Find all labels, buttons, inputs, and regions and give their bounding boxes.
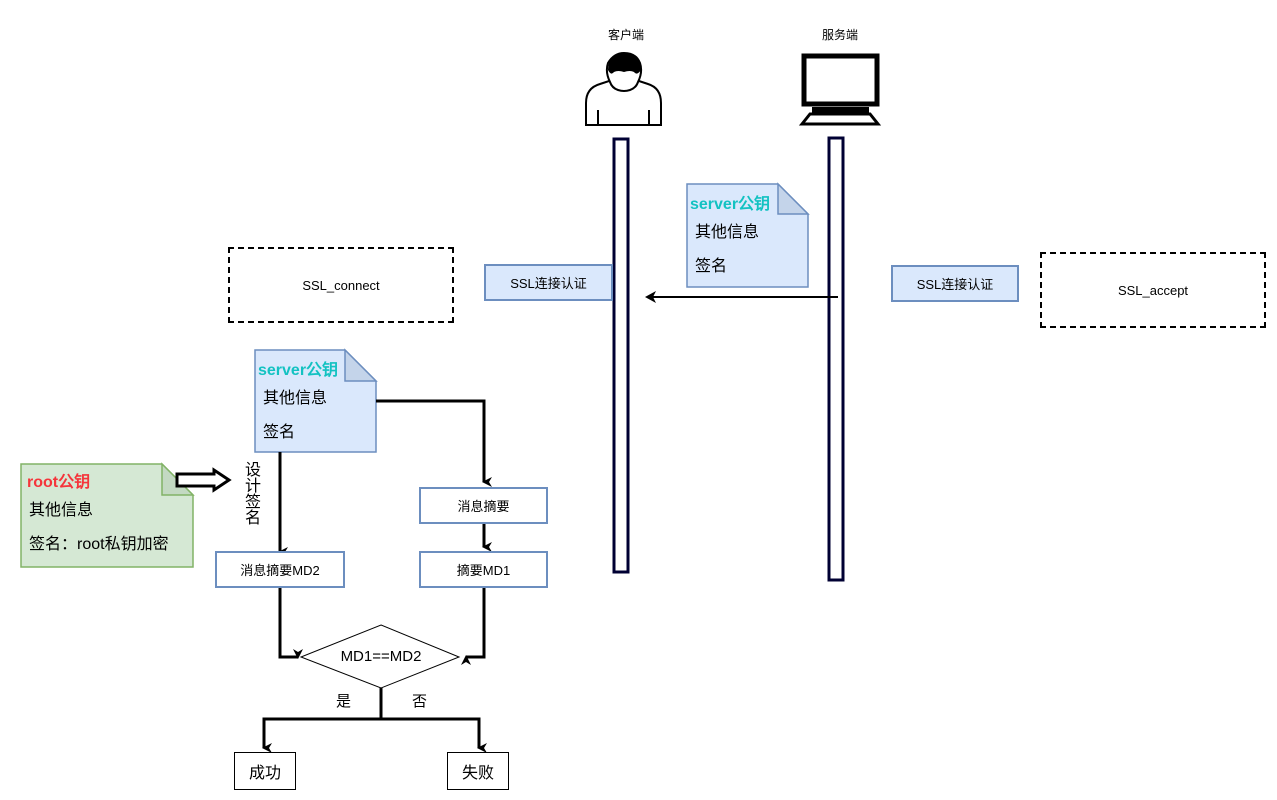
no-branch-label: 否 bbox=[412, 693, 428, 710]
success-box: 成功 bbox=[234, 752, 296, 790]
server-cert-verify-signature: 签名 bbox=[263, 424, 296, 441]
compare-decision-label: MD1==MD2 bbox=[340, 648, 422, 665]
server-cert-verify-other-info: 其他信息 bbox=[263, 390, 328, 407]
design-signature-label: 设计签名 bbox=[244, 462, 261, 527]
server-lifeline bbox=[827, 136, 845, 582]
root-cert-signature: 签名：root私钥加密 bbox=[29, 536, 169, 553]
root-cert-note: root公钥 其他信息 签名：root私钥加密 bbox=[27, 468, 169, 562]
server-cert-verify-note: server公钥 其他信息 签名 bbox=[258, 356, 338, 450]
server-ssl-auth-label: SSL连接认证 bbox=[916, 277, 994, 292]
certificate-message-arrowhead bbox=[645, 291, 656, 303]
server-cert-other-info: 其他信息 bbox=[695, 224, 760, 241]
client-ssl-auth-box: SSL连接认证 bbox=[484, 264, 613, 301]
client-lifeline bbox=[612, 137, 630, 574]
root-cert-title: root公钥 bbox=[27, 474, 91, 491]
flow-arrow-cert-to-digest bbox=[376, 399, 492, 487]
server-cert-verify-title: server公钥 bbox=[258, 362, 339, 379]
server-cert-title: server公钥 bbox=[690, 196, 771, 213]
failure-box: 失败 bbox=[447, 752, 509, 790]
digest-md2-box: 消息摘要MD2 bbox=[215, 551, 345, 588]
server-ssl-auth-box: SSL连接认证 bbox=[891, 265, 1019, 302]
flow-arrow-md1-to-compare bbox=[461, 587, 486, 665]
root-cert-note-shape bbox=[20, 463, 194, 568]
failure-label: 失败 bbox=[461, 765, 494, 782]
block-arrow-icon bbox=[175, 467, 232, 493]
digest-md2-label: 消息摘要MD2 bbox=[240, 563, 320, 578]
server-cert-signature: 签名 bbox=[695, 258, 728, 275]
success-label: 成功 bbox=[248, 765, 281, 782]
ssl-accept-label: SSL_accept bbox=[1117, 282, 1189, 298]
yes-branch-label: 是 bbox=[336, 693, 352, 710]
server-actor-label: 服务端 bbox=[821, 28, 858, 42]
message-digest-label: 消息摘要 bbox=[457, 499, 510, 514]
flow-arrow-md2-to-compare bbox=[278, 587, 303, 659]
client-ssl-auth-label: SSL连接认证 bbox=[510, 276, 587, 291]
monitor-icon bbox=[798, 53, 882, 126]
ssl-connect-box: SSL_connect bbox=[228, 247, 454, 323]
message-digest-box: 消息摘要 bbox=[419, 487, 548, 524]
ssl-connect-label: SSL_connect bbox=[302, 277, 380, 293]
client-actor-label: 客户端 bbox=[607, 28, 644, 42]
digest-md1-label: 摘要MD1 bbox=[456, 563, 511, 578]
user-icon bbox=[585, 51, 662, 126]
ssl-accept-box: SSL_accept bbox=[1040, 252, 1266, 328]
digest-md1-box: 摘要MD1 bbox=[419, 551, 548, 588]
flow-arrow-to-failure bbox=[381, 717, 487, 753]
server-cert-note: server公钥 其他信息 签名 bbox=[690, 190, 770, 284]
flow-arrow-to-success bbox=[262, 717, 381, 753]
root-cert-other-info: 其他信息 bbox=[29, 502, 94, 519]
